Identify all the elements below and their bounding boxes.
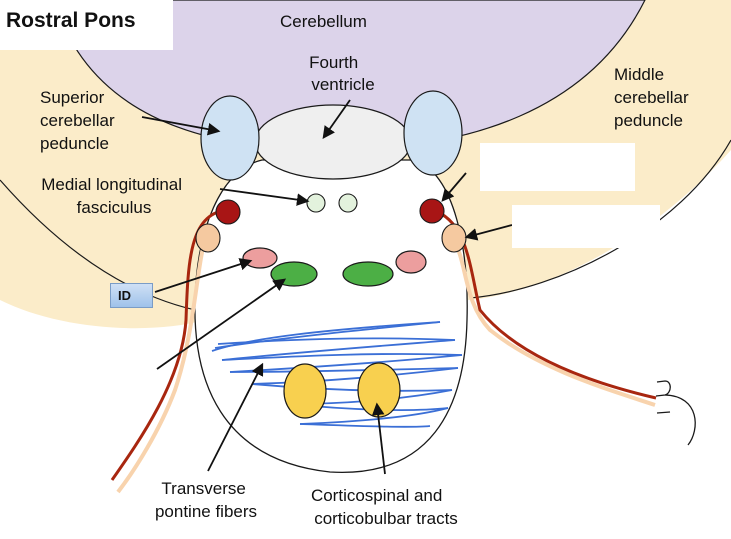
transverse-pontine-fibers (211, 321, 463, 428)
middle-peduncle-line-3: peduncle (614, 111, 683, 130)
corticospinal-tract-left (283, 363, 327, 419)
transverse-line-2: pontine fibers (155, 502, 257, 521)
lateral-tract-right-light (450, 236, 656, 407)
superior-peduncle-line-3: peduncle (40, 134, 109, 153)
cerebellum-label: Cerebellum (280, 12, 367, 31)
transverse-line-1: Transverse (161, 479, 245, 498)
green-nucleus-left (270, 261, 318, 287)
bracket-symbol (655, 380, 671, 397)
bracket-tail (664, 394, 696, 446)
mlf-line-1: Medial longitudinal (41, 175, 182, 194)
pink-nucleus-right (395, 250, 427, 274)
page-title: Rostral Pons (6, 9, 136, 32)
corticospinal-label: Corticospinal and corticobulbar tracts (311, 486, 458, 528)
red-nucleus-left (215, 199, 241, 225)
middle-peduncle-line-2: cerebellar (614, 88, 689, 107)
pointer-arrows (141, 99, 513, 475)
superior-peduncle-label: Superior cerebellar peduncle (40, 88, 119, 153)
superior-peduncle-right (403, 90, 463, 176)
corticospinal-line-1: Corticospinal and (311, 486, 442, 505)
arrow-peach-right (464, 224, 513, 241)
arrow-transverse (207, 362, 264, 472)
middle-peduncle-line-1: Middle (614, 65, 664, 84)
peach-nucleus-left (195, 223, 221, 253)
bracket-tick (656, 411, 671, 414)
superior-peduncle-line-2: cerebellar (40, 111, 115, 130)
pink-nucleus-left (242, 247, 278, 269)
middle-peduncle-label: Middle cerebellar peduncle (614, 65, 693, 130)
green-nucleus-right (342, 261, 394, 287)
mlf-line-2: fasciculus (77, 198, 152, 217)
arrow-superior-peduncle (141, 116, 221, 136)
fourth-ventricle-line-2: ventricle (311, 75, 374, 94)
mlf-label: Medial longitudinal fasciculus (41, 175, 187, 217)
superior-peduncle-line-1: Superior (40, 88, 105, 107)
mlf-right (338, 193, 358, 213)
title-box: Rostral Pons (0, 0, 173, 50)
peduncle-outline-right (469, 139, 731, 299)
answer-box-lower-right[interactable] (512, 205, 660, 248)
corticospinal-line-2: corticobulbar tracts (314, 509, 458, 528)
arrow-mlf (219, 188, 310, 206)
corticospinal-tract-right (357, 362, 401, 418)
fourth-ventricle-line-1: Fourth (309, 53, 358, 72)
arrow-fourth-ventricle (322, 99, 351, 140)
answer-box-upper-right[interactable] (480, 143, 635, 191)
arrow-id (154, 258, 253, 293)
lateral-tract-left-light (116, 234, 208, 494)
peduncle-outline (0, 179, 206, 313)
peach-nucleus-right (441, 223, 467, 253)
fourth-ventricle-label: Fourth ventricle (309, 53, 375, 94)
arrow-red-right (441, 172, 467, 202)
fourth-ventricle-shape (254, 104, 412, 180)
superior-peduncle-left (200, 95, 260, 181)
arrow-green (156, 278, 287, 370)
arrow-corticospinal (371, 402, 386, 475)
transverse-fibers-label: Transverse pontine fibers (155, 479, 257, 521)
mlf-left (306, 193, 326, 213)
red-nucleus-right (419, 198, 445, 224)
id-badge[interactable]: ID (110, 283, 153, 308)
